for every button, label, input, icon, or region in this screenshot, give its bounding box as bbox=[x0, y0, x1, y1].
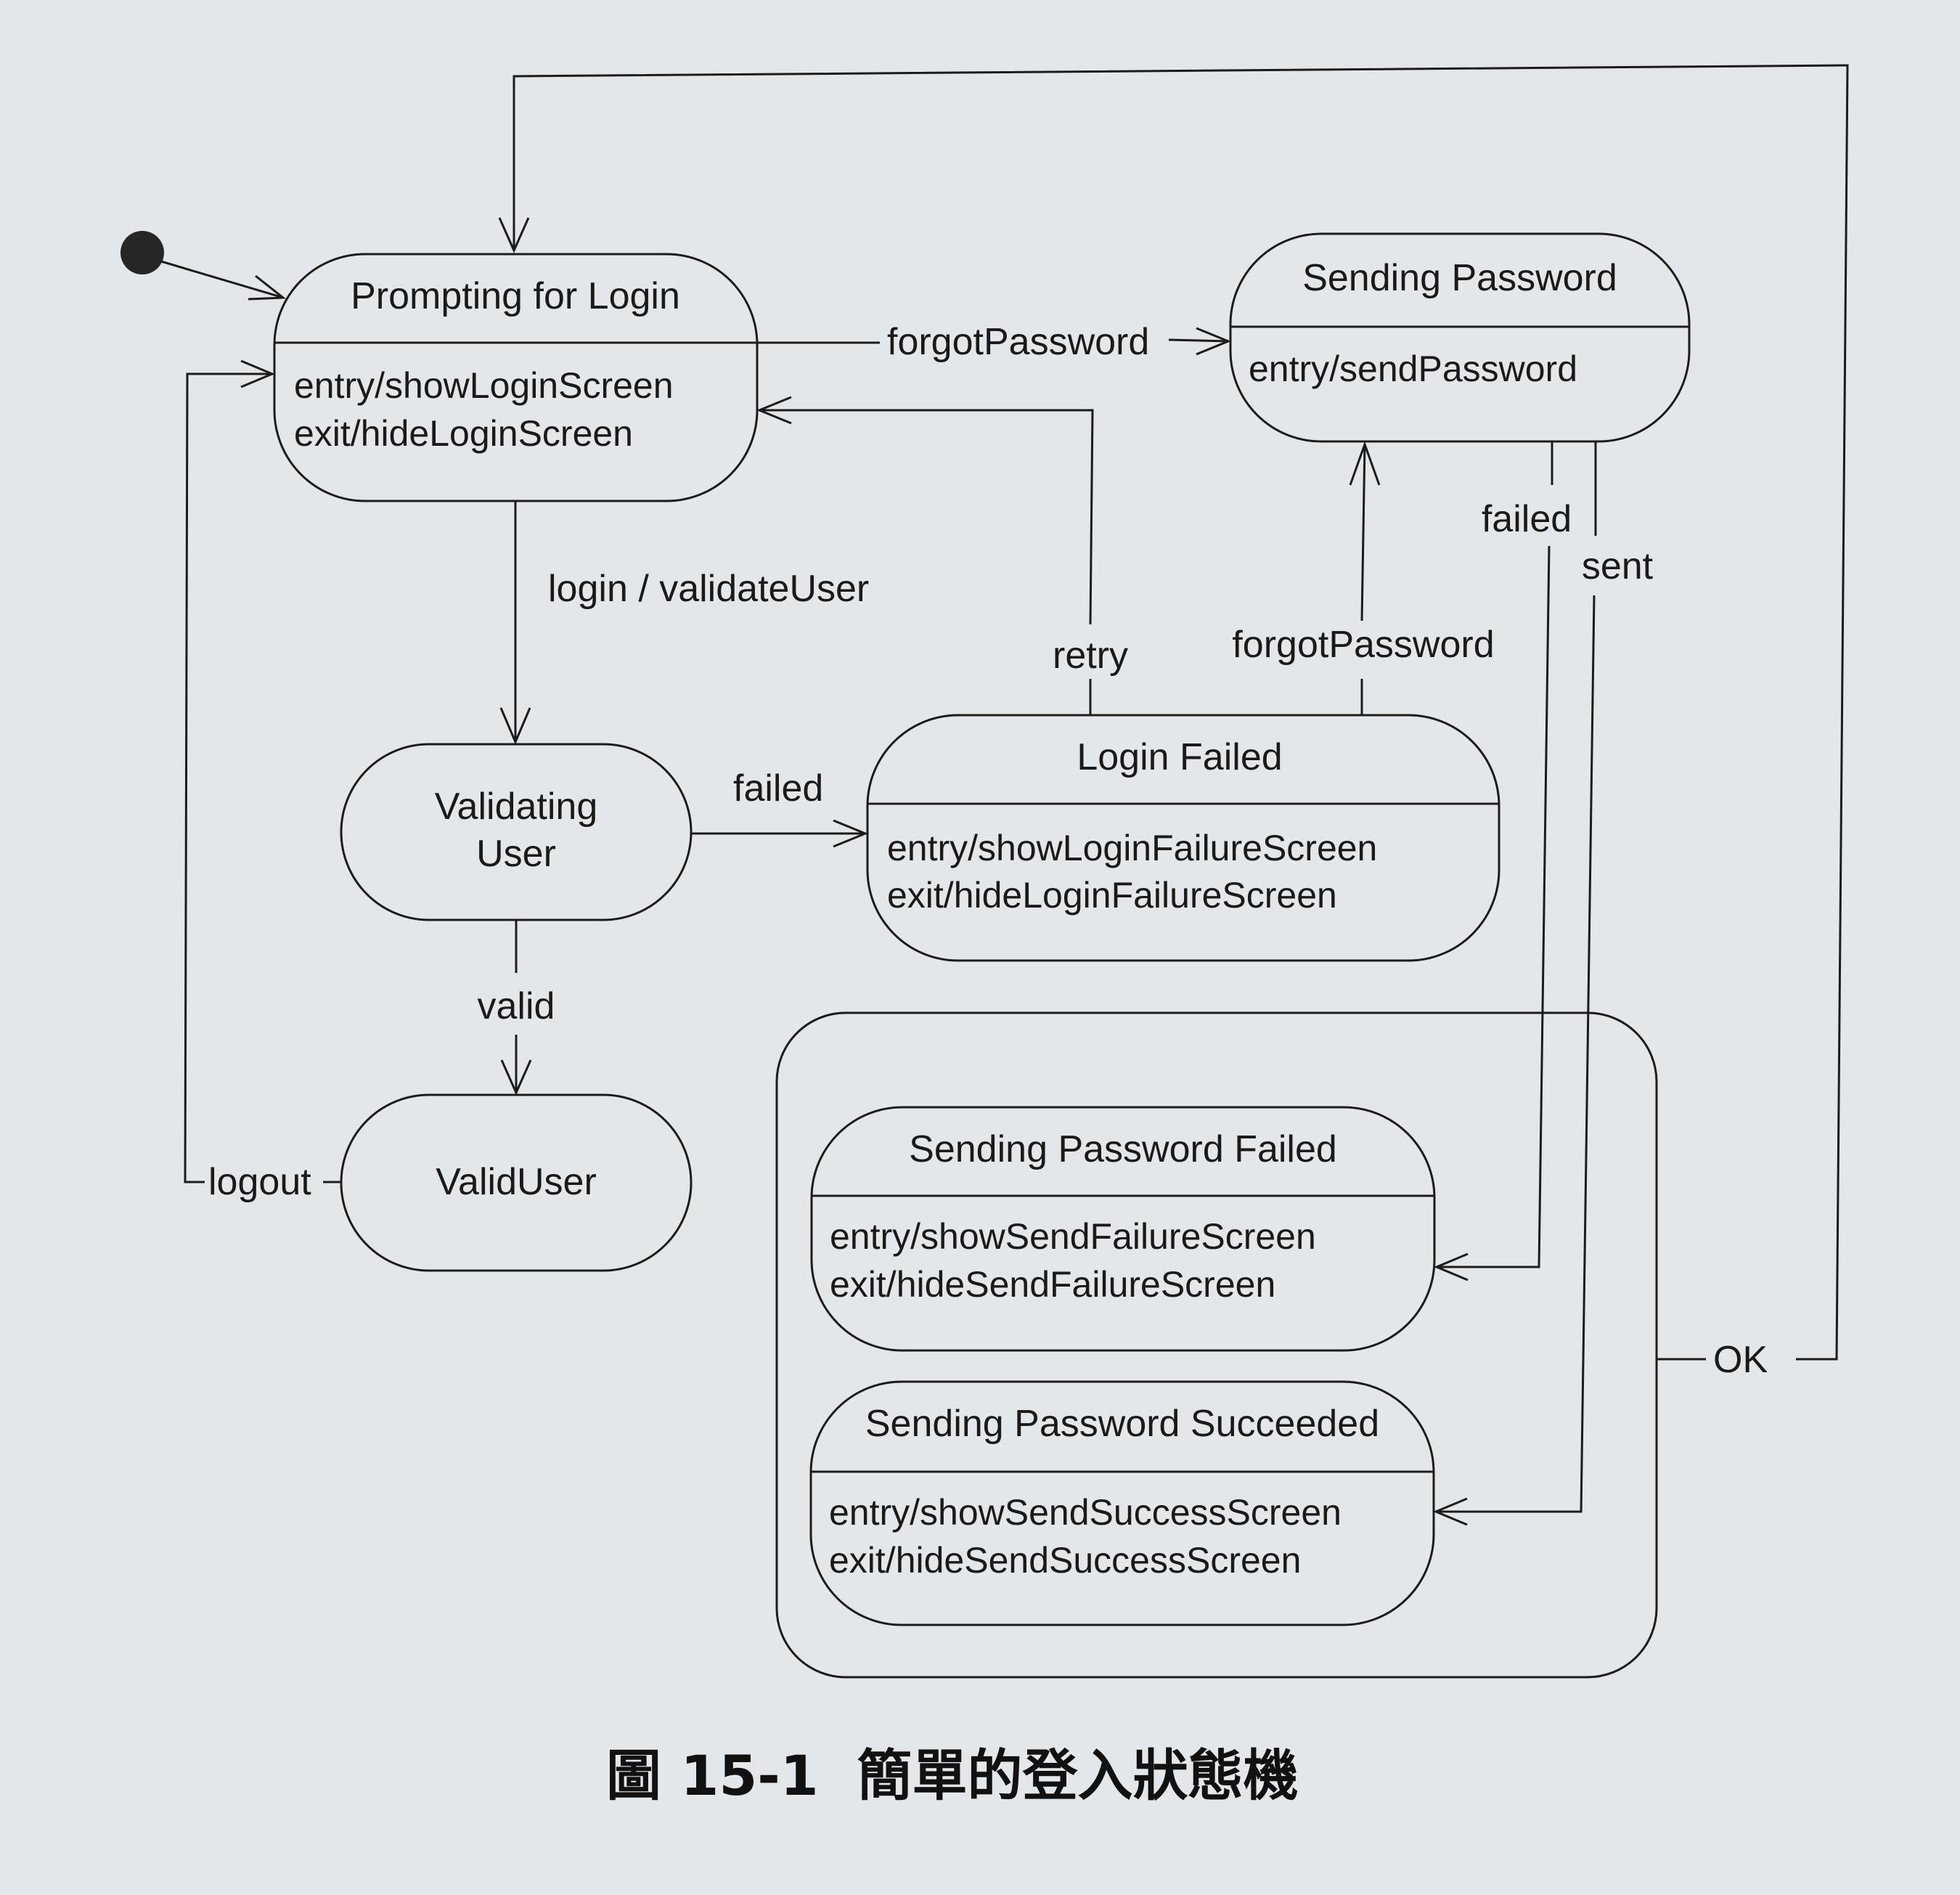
state-valid-user: ValidUser bbox=[340, 1093, 693, 1272]
send-failed-label: failed bbox=[1482, 498, 1572, 540]
transition-forgot-password-top: forgotPassword bbox=[757, 321, 1231, 363]
login-failed-title: Login Failed bbox=[1077, 736, 1282, 778]
send-sent-label: sent bbox=[1582, 545, 1654, 587]
state-sending-password: Sending Password entry/sendPassword bbox=[1229, 232, 1691, 443]
valid-label: valid bbox=[478, 985, 555, 1027]
state-sending-password-succeeded: Sending Password Succeeded entry/showSen… bbox=[809, 1380, 1435, 1626]
transition-retry: retry bbox=[756, 396, 1128, 715]
send-succeeded-entry: entry/showSendSuccessScreen bbox=[829, 1492, 1342, 1533]
transition-forgot-password-from-failed: forgotPassword bbox=[1232, 441, 1495, 715]
send-succeeded-exit: exit/hideSendSuccessScreen bbox=[829, 1540, 1301, 1581]
valid-user-title: ValidUser bbox=[436, 1161, 597, 1203]
state-prompting-for-login: Prompting for Login entry/showLoginScree… bbox=[273, 253, 759, 502]
send-failed-exit: exit/hideSendFailureScreen bbox=[830, 1264, 1275, 1305]
validation-failed-label: failed bbox=[733, 767, 823, 810]
ok-label: OK bbox=[1713, 1339, 1768, 1381]
send-failed-title: Sending Password Failed bbox=[909, 1128, 1337, 1170]
send-failed-entry: entry/showSendFailureScreen bbox=[830, 1216, 1316, 1257]
state-validating-user: Validating User bbox=[340, 743, 693, 921]
login-failed-entry: entry/showLoginFailureScreen bbox=[887, 828, 1377, 868]
logout-label: logout bbox=[208, 1161, 311, 1203]
validating-title-line1: Validating bbox=[435, 786, 598, 828]
forgot-password-top-label: forgotPassword bbox=[887, 321, 1149, 363]
send-succeeded-title: Sending Password Succeeded bbox=[865, 1403, 1379, 1445]
figure-caption: 圖 15-1 簡單的登入狀態機 bbox=[606, 1743, 1299, 1808]
validating-title-line2: User bbox=[476, 833, 556, 875]
transition-logout: logout bbox=[184, 359, 341, 1203]
transition-validation-failed: failed bbox=[691, 767, 868, 848]
prompting-entry: entry/showLoginScreen bbox=[294, 365, 674, 406]
sending-title: Sending Password bbox=[1302, 257, 1617, 299]
login-validate-label: login / validateUser bbox=[548, 568, 869, 610]
login-failed-exit: exit/hideLoginFailureScreen bbox=[887, 875, 1337, 916]
retry-label: retry bbox=[1053, 635, 1128, 677]
state-login-failed: Login Failed entry/showLoginFailureScree… bbox=[866, 714, 1500, 962]
sending-entry: entry/sendPassword bbox=[1249, 349, 1577, 389]
transition-ok: OK bbox=[498, 64, 1849, 1381]
prompting-title: Prompting for Login bbox=[351, 275, 680, 317]
transition-initial bbox=[160, 260, 287, 301]
composite-state-send-result bbox=[775, 1011, 1658, 1679]
forgot-password-failed-label: forgotPassword bbox=[1232, 624, 1494, 666]
transition-send-sent: sent bbox=[1433, 441, 1654, 1526]
initial-state-dot bbox=[121, 231, 164, 274]
transition-valid: valid bbox=[478, 920, 555, 1096]
prompting-exit: exit/hideLoginScreen bbox=[294, 413, 633, 454]
transition-login-validate: login / validateUser bbox=[499, 501, 869, 745]
state-sending-password-failed: Sending Password Failed entry/showSendFa… bbox=[810, 1106, 1436, 1352]
transition-send-failed: failed bbox=[1434, 441, 1572, 1281]
